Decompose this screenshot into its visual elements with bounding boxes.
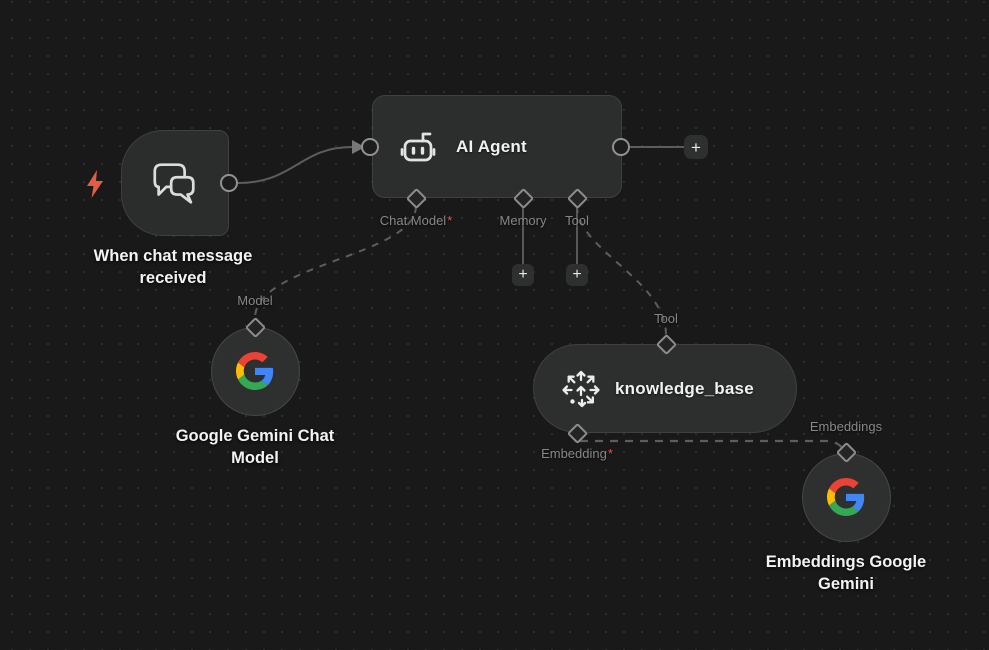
google-logo-icon (827, 478, 865, 516)
node-ai-agent[interactable]: AI Agent (372, 95, 622, 198)
google-logo-icon (236, 352, 274, 390)
agent-memory-port-label: Memory (483, 213, 563, 228)
plus-icon: + (572, 266, 582, 283)
port-label-text: Chat Model (379, 213, 447, 228)
connection-tool-to-knowledgebase[interactable] (576, 205, 667, 336)
port-label-text: Embeddings (809, 419, 883, 434)
port-label-text: Embedding (541, 446, 607, 461)
port-label-text: Model (237, 293, 273, 308)
kb-tool-port-label: Tool (626, 311, 706, 326)
knowledge-base-title: knowledge_base (615, 378, 754, 398)
port-label-text: Tool (565, 213, 589, 228)
gemini-chat-model-label: Google Gemini Chat Model (175, 427, 335, 467)
port-label-text: Tool (654, 311, 678, 326)
ai-agent-title: AI Agent (456, 136, 527, 156)
agent-chat-model-port-label: Chat Model* (346, 213, 486, 228)
robot-icon (400, 132, 436, 161)
port-label-text: Memory (499, 213, 547, 228)
add-node-button[interactable]: + (684, 135, 708, 159)
kb-embedding-port-label: Embedding* (507, 446, 647, 461)
vector-store-icon (562, 370, 600, 407)
node-embeddings-google-gemini[interactable] (801, 452, 891, 542)
embeddings-gemini-label: Embeddings Google Gemini (765, 553, 927, 593)
required-marker: * (447, 213, 453, 228)
connection-embedding-to-embeddings[interactable] (580, 439, 846, 453)
agent-tool-port-label: Tool (547, 213, 607, 228)
gemini-model-port-label: Model (205, 293, 305, 308)
embeddings-port-label: Embeddings (786, 419, 906, 434)
connection-trigger-to-agent[interactable] (237, 146, 353, 184)
trigger-output-port[interactable] (220, 174, 238, 192)
node-when-chat-message-received[interactable] (121, 130, 229, 236)
connection-chatmodel-to-gemini[interactable] (254, 205, 417, 319)
chat-bubbles-icon (153, 163, 195, 204)
agent-input-port[interactable] (361, 138, 379, 156)
required-marker: * (607, 446, 613, 461)
agent-output-port[interactable] (612, 138, 630, 156)
trigger-node-label: When chat message received (93, 247, 253, 287)
plus-icon: + (691, 137, 701, 157)
add-memory-button[interactable]: + (512, 264, 534, 286)
add-tool-button[interactable]: + (566, 264, 588, 286)
plus-icon: + (518, 266, 528, 283)
node-knowledge-base[interactable]: knowledge_base (533, 344, 797, 433)
node-google-gemini-chat-model[interactable] (210, 326, 300, 416)
trigger-bolt-icon (87, 170, 103, 198)
